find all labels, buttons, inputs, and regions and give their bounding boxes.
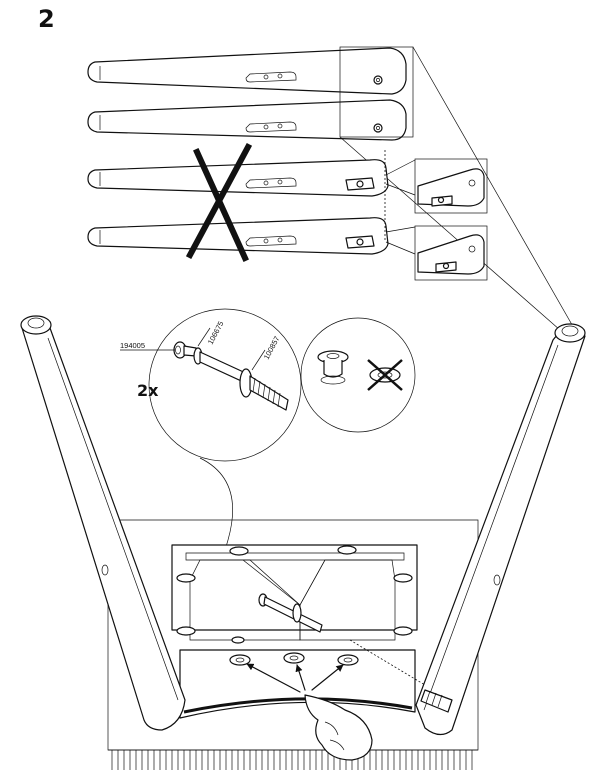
- chair-seat-frame: [107, 519, 479, 751]
- orientation-detail-circle: [300, 317, 416, 433]
- zoom-box: [339, 46, 414, 138]
- leader-line: [197, 327, 211, 347]
- part-number-100857: 100857: [262, 335, 282, 361]
- part-number-106675: 106675: [206, 320, 226, 346]
- hand-icon: [304, 694, 373, 761]
- detail-box-wrong-1: [385, 158, 488, 214]
- quantity-label: 2x: [137, 381, 159, 400]
- bolt-hardware: [173, 341, 289, 411]
- fringe-lines: [111, 750, 473, 770]
- leg-option-1: [87, 47, 407, 95]
- right-leg: [415, 323, 586, 736]
- leg-option-2: [87, 99, 407, 141]
- rail-holes: [229, 652, 359, 666]
- hardware-zoom-circle: [148, 308, 302, 462]
- leader-line: [251, 349, 266, 371]
- cross-icon: [185, 142, 253, 262]
- detail-box-wrong-2: [385, 225, 488, 281]
- leg-option-3: [87, 159, 389, 197]
- left-leg: [20, 315, 186, 731]
- zoom-line: [412, 46, 576, 331]
- step-number: 2: [38, 5, 55, 33]
- part-number-194005: 194005: [120, 341, 145, 350]
